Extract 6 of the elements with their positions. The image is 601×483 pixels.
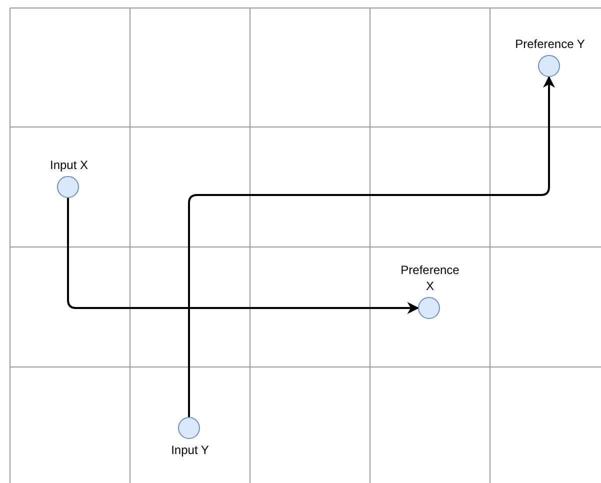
node-label: Preference X xyxy=(400,262,460,294)
arrow xyxy=(188,76,555,417)
node-label: Preference Y xyxy=(515,36,585,52)
node-label: Input Y xyxy=(170,442,210,458)
arrow xyxy=(67,198,420,314)
node-label: Input X xyxy=(48,157,90,173)
